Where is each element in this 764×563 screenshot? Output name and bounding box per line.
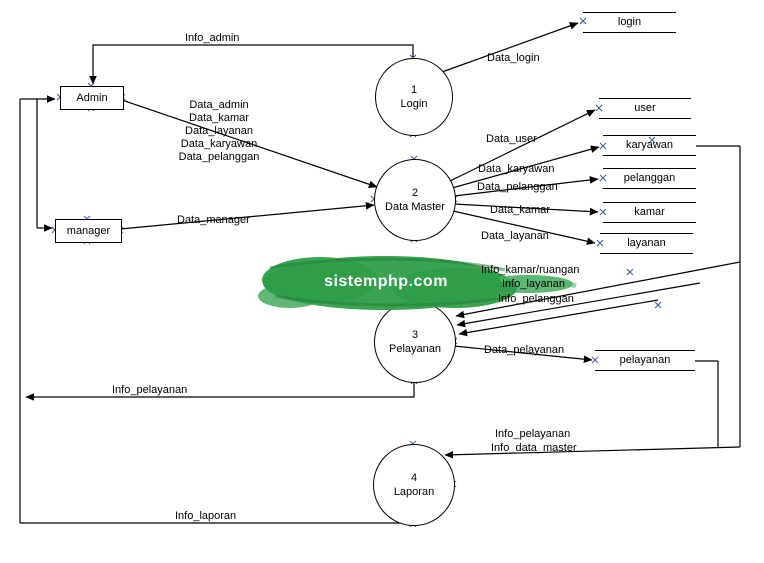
flow-label-data-layanan: Data_layanan	[481, 230, 549, 242]
flow-label-data-karyawan: Data_karyawan	[478, 163, 555, 175]
entity-manager-label: manager	[66, 225, 111, 237]
flow-label-info-pelanggan: Info_pelanggan	[498, 293, 574, 305]
process-number: 1	[410, 84, 418, 96]
process-1-login: 1 Login	[375, 58, 453, 136]
flow-label-admin-to-datamaster: Data_admin Data_kamar Data_layanan Data_…	[160, 99, 278, 164]
process-3-pelayanan: 3 Pelayanan	[374, 301, 456, 383]
flow-label-line: Data_karyawan	[180, 138, 258, 150]
flow-label-info-laporan: Info_laporan	[175, 510, 237, 522]
entity-manager: manager	[55, 219, 122, 243]
process-label: Laporan	[393, 486, 435, 498]
store-kamar: kamar	[603, 202, 696, 223]
flow-label-info-pelayanan-right: Info_pelayanan	[495, 428, 571, 440]
flow-label-info-admin: Info_admin	[185, 32, 240, 44]
store-pelayanan: pelayanan	[595, 350, 695, 371]
flow-label-data-kamar: Data_kamar	[490, 204, 550, 216]
store-login: login	[583, 12, 676, 33]
store-user: user	[599, 98, 691, 119]
flow-label-line: Data_kamar	[189, 112, 249, 124]
store-karyawan: karyawan	[603, 135, 696, 156]
flow-label-info-kamar-ruangan: Info_kamar/ruangan	[481, 264, 580, 276]
process-label: Login	[400, 98, 428, 110]
watermark-text: sistemphp.com	[324, 273, 448, 290]
flow-label-data-user: Data_user	[486, 133, 537, 145]
flow-label-info-pelayanan-left: Info_pelayanan	[112, 384, 188, 396]
flow-label-line: Data_layanan	[185, 125, 253, 137]
process-2-data-master: 2 Data Master	[374, 159, 456, 241]
flow-label-data-pelayanan: Data_pelayanan	[484, 344, 565, 356]
store-pelanggan: pelanggan	[603, 168, 696, 189]
entity-admin: Admin	[60, 86, 124, 110]
store-layanan: layanan	[600, 233, 693, 254]
process-number: 2	[411, 187, 419, 199]
process-number: 3	[411, 329, 419, 341]
process-label: Data Master	[385, 201, 445, 213]
flow-label-line: Data_admin	[189, 99, 249, 111]
flow-label-info-layanan: Info_layanan	[502, 278, 565, 290]
flow-label-data-pelanggan: Data_pelanggan	[477, 181, 558, 193]
flow-label-data-login: Data_login	[487, 52, 540, 64]
flow-label-line: Data_pelanggan	[178, 151, 260, 163]
flow-label-data-manager: Data_manager	[177, 214, 250, 226]
process-number: 4	[410, 472, 418, 484]
process-label: Pelayanan	[389, 343, 441, 355]
entity-admin-label: Admin	[76, 92, 108, 104]
process-4-laporan: 4 Laporan	[373, 444, 455, 526]
flow-label-info-data-master: Info_data_master	[491, 442, 577, 454]
